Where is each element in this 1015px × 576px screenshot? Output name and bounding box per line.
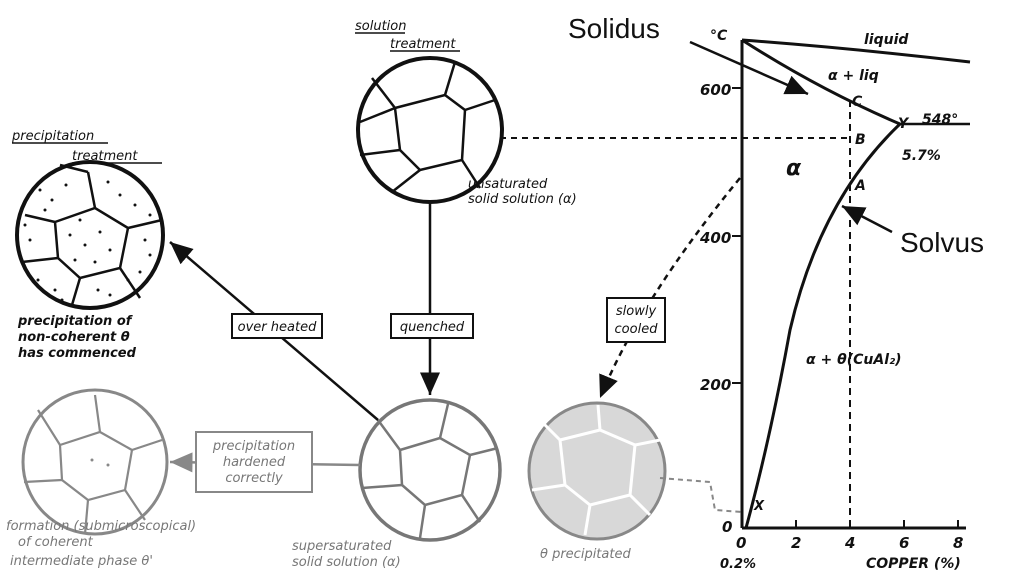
solution-title-2: treatment xyxy=(390,37,456,52)
x-tick-6: 6 xyxy=(899,534,909,552)
point-c: C xyxy=(852,94,863,110)
precip-title-2: treatment xyxy=(72,149,138,164)
precipitation-grain xyxy=(17,162,163,308)
point-x: X xyxy=(753,499,765,514)
slowly-cooled-label-2: cooled xyxy=(615,322,659,337)
coherent-caption-3: intermediate phase θ' xyxy=(10,554,153,569)
coherent-caption-1: formation (submicroscopical) xyxy=(6,519,196,534)
alpha-theta-label: α + θ(CuAl₂) xyxy=(806,352,902,368)
supersaturated-grain xyxy=(360,400,500,540)
point-a: A xyxy=(854,178,866,194)
x-tick-0: 0 xyxy=(736,534,746,552)
solution-title-1: solution xyxy=(355,19,406,34)
super-caption-2: solid solution (α) xyxy=(292,555,401,570)
hardened-label-3: correctly xyxy=(225,471,283,486)
solidus-label: Solidus xyxy=(568,13,660,44)
precip-caption-1: precipitation of xyxy=(17,314,134,329)
quenched-label: quenched xyxy=(400,320,465,335)
theta-caption: θ precipitated xyxy=(540,547,631,562)
pct-02-label: 0.2% xyxy=(720,557,756,572)
hardened-label-1: precipitation xyxy=(212,439,295,454)
y-tick-400: 400 xyxy=(699,229,731,247)
coherent-caption-2: of coherent xyxy=(18,535,94,550)
pct-57-label: 5.7% xyxy=(902,148,941,164)
point-b: B xyxy=(855,132,866,148)
unit-label: °C xyxy=(710,28,728,44)
super-caption-1: supersaturated xyxy=(292,539,392,554)
solvus-line xyxy=(746,124,900,528)
x-tick-8: 8 xyxy=(953,534,963,552)
precip-caption-3: has commenced xyxy=(18,346,137,361)
coherent-grain xyxy=(23,390,167,534)
alpha-liq-label: α + liq xyxy=(828,68,879,84)
precip-caption-2: non-coherent θ xyxy=(18,330,130,345)
y-tick-600: 600 xyxy=(700,81,731,99)
x-tick-4: 4 xyxy=(844,534,855,552)
y-tick-200: 200 xyxy=(700,376,731,394)
solution-caption-2: solid solution (α) xyxy=(468,192,577,207)
theta-precipitated-grain xyxy=(529,403,665,539)
over-heated-label: over heated xyxy=(238,320,317,335)
slowly-cooled-label-1: slowly xyxy=(616,304,657,319)
liquidus-line xyxy=(742,40,970,62)
x-tick-2: 2 xyxy=(791,534,801,552)
alpha-label: α xyxy=(786,156,802,181)
solution-caption-1: unsaturated xyxy=(468,177,548,192)
y-tick-0: 0 xyxy=(722,518,732,536)
hardened-label-2: hardened xyxy=(223,455,286,470)
liquid-label: liquid xyxy=(864,32,909,48)
temp-548-label: 548° xyxy=(922,112,958,128)
precip-title-1: precipitation xyxy=(11,129,94,144)
x-axis-label: COPPER (%) xyxy=(866,556,961,572)
solvus-label: Solvus xyxy=(900,227,984,258)
